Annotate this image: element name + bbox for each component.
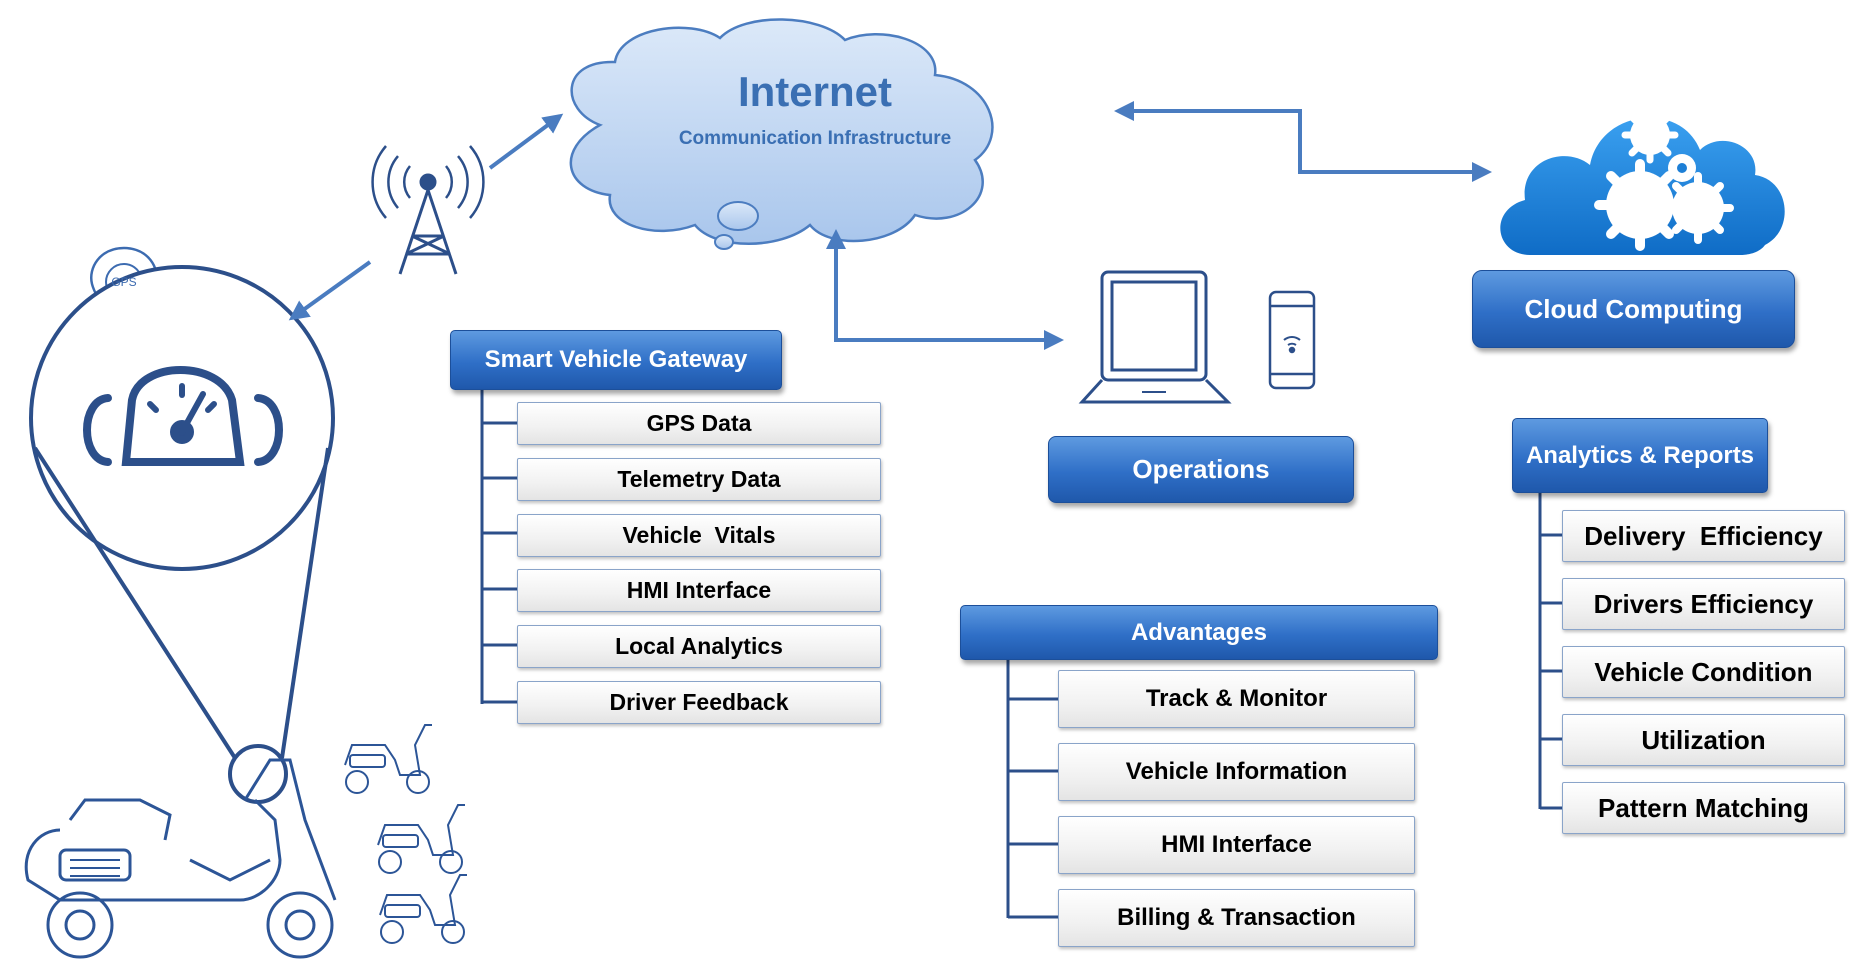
analytics-item: Drivers Efficiency [1562, 578, 1845, 630]
connector-arrows [288, 101, 1492, 350]
gateway-item: Vehicle Vitals [517, 513, 881, 557]
cloud-computing-button[interactable]: Cloud Computing [1472, 270, 1795, 348]
internet-cloud-icon [569, 18, 994, 250]
analytics-item: Pattern Matching [1562, 782, 1845, 834]
speedometer-icon [83, 366, 283, 466]
operations-button[interactable]: Operations [1048, 436, 1354, 503]
analytics-item: Utilization [1562, 714, 1845, 766]
advantages-item: Billing & Transaction [1058, 889, 1415, 947]
gateway-item: GPS Data [517, 402, 881, 445]
radio-tower-icon [371, 145, 485, 275]
gateway-item: Telemetry Data [517, 457, 881, 501]
gps-badge-label: GPS [111, 275, 137, 289]
dashboard-magnifier [29, 265, 335, 804]
smartphone-icon [1268, 290, 1316, 390]
internet-subtitle: Communication Infrastructure [678, 128, 952, 149]
advantages-item: Track & Monitor [1058, 670, 1415, 728]
analytics-item: Delivery Efficiency [1562, 510, 1845, 562]
advantages-header: Advantages [960, 605, 1438, 660]
analytics-header: Analytics & Reports [1512, 418, 1768, 493]
internet-title: Internet [737, 68, 892, 115]
small-scooter-icon [379, 874, 467, 944]
advantages-item: HMI Interface [1058, 816, 1415, 874]
small-scooter-icon [377, 804, 465, 874]
gateway-item: Driver Feedback [517, 681, 881, 724]
scooter-icon [24, 758, 337, 959]
gateway-item: HMI Interface [517, 569, 881, 613]
advantages-item: Vehicle Information [1058, 743, 1415, 801]
analytics-item: Vehicle Condition [1562, 646, 1845, 698]
cloud-gears-icon [1500, 106, 1785, 255]
tree-lines [480, 390, 1562, 919]
small-scooter-icon [344, 724, 432, 794]
gateway-item: Local Analytics [517, 625, 881, 669]
laptop-icon [1078, 270, 1232, 404]
gateway-header: Smart Vehicle Gateway [450, 330, 782, 390]
